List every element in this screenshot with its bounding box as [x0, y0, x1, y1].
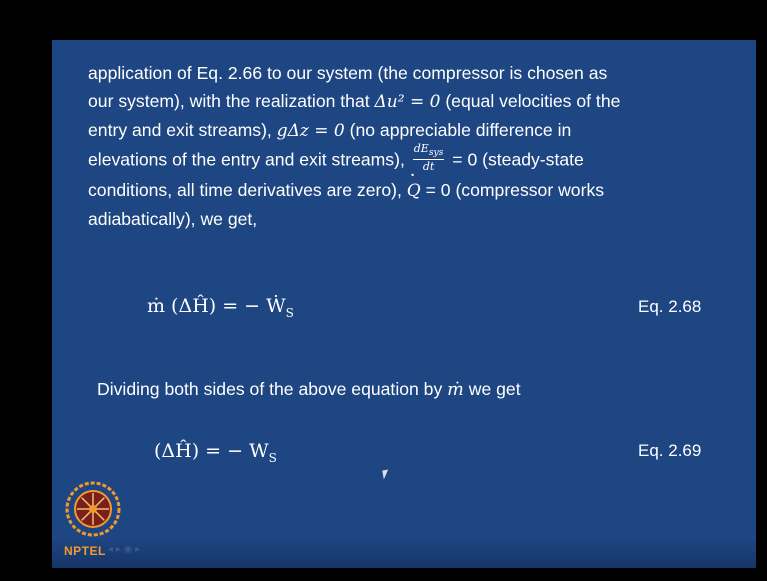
para-line-4: elevations of the entry and exit streams… — [88, 142, 738, 176]
para-text: conditions, all time derivatives are zer… — [88, 180, 407, 201]
slide-nav-icons[interactable]: ◂ ▸ ◉ ▸ — [108, 544, 141, 555]
para-line-5: conditions, all time derivatives are zer… — [88, 162, 738, 205]
para-text: elevations of the entry and exit streams… — [88, 149, 410, 170]
mouse-cursor-icon — [382, 469, 390, 480]
fraction-numerator: dEsys — [412, 142, 445, 161]
equation-2-68: ṁ (ΔĤ) = − ẆS — [147, 295, 294, 320]
para-line-6: adiabatically), we get, — [88, 209, 258, 230]
para-text: entry and exit streams), — [88, 120, 277, 140]
nptel-logo-text: NPTEL — [64, 544, 106, 558]
para-line-3: entry and exit streams), gΔz = 0 (no app… — [88, 116, 738, 145]
body-paragraph: application of Eq. 2.66 to our system (t… — [88, 59, 738, 233]
para-line-2: our system), with the realization that Δ… — [88, 87, 738, 116]
slide: application of Eq. 2.66 to our system (t… — [52, 40, 756, 568]
para-line-1: application of Eq. 2.66 to our system (t… — [88, 63, 608, 83]
math-delta-u: Δu² = 0 — [374, 92, 441, 112]
fraction-denominator: dt — [422, 160, 435, 174]
para-text: (no appreciable difference in — [344, 120, 572, 140]
math-q-dot: Q — [407, 162, 421, 205]
equation-label-2-69: Eq. 2.69 — [638, 441, 702, 460]
dividing-text: Dividing both sides of the above equatio… — [97, 379, 521, 400]
equation-label-2-68: Eq. 2.68 — [638, 297, 702, 316]
equation-2-69: (ΔĤ) = − WS — [154, 440, 277, 465]
para-text: = 0 (compressor works — [420, 180, 605, 201]
para-text: = 0 (steady-state — [447, 149, 584, 170]
math-g-delta-z: gΔz = 0 — [276, 121, 345, 141]
nptel-emblem-icon — [65, 481, 121, 537]
para-text: (equal velocities of the — [440, 91, 621, 111]
nptel-logo: NPTEL — [62, 478, 124, 558]
para-text: our system), with the realization that — [88, 91, 375, 111]
